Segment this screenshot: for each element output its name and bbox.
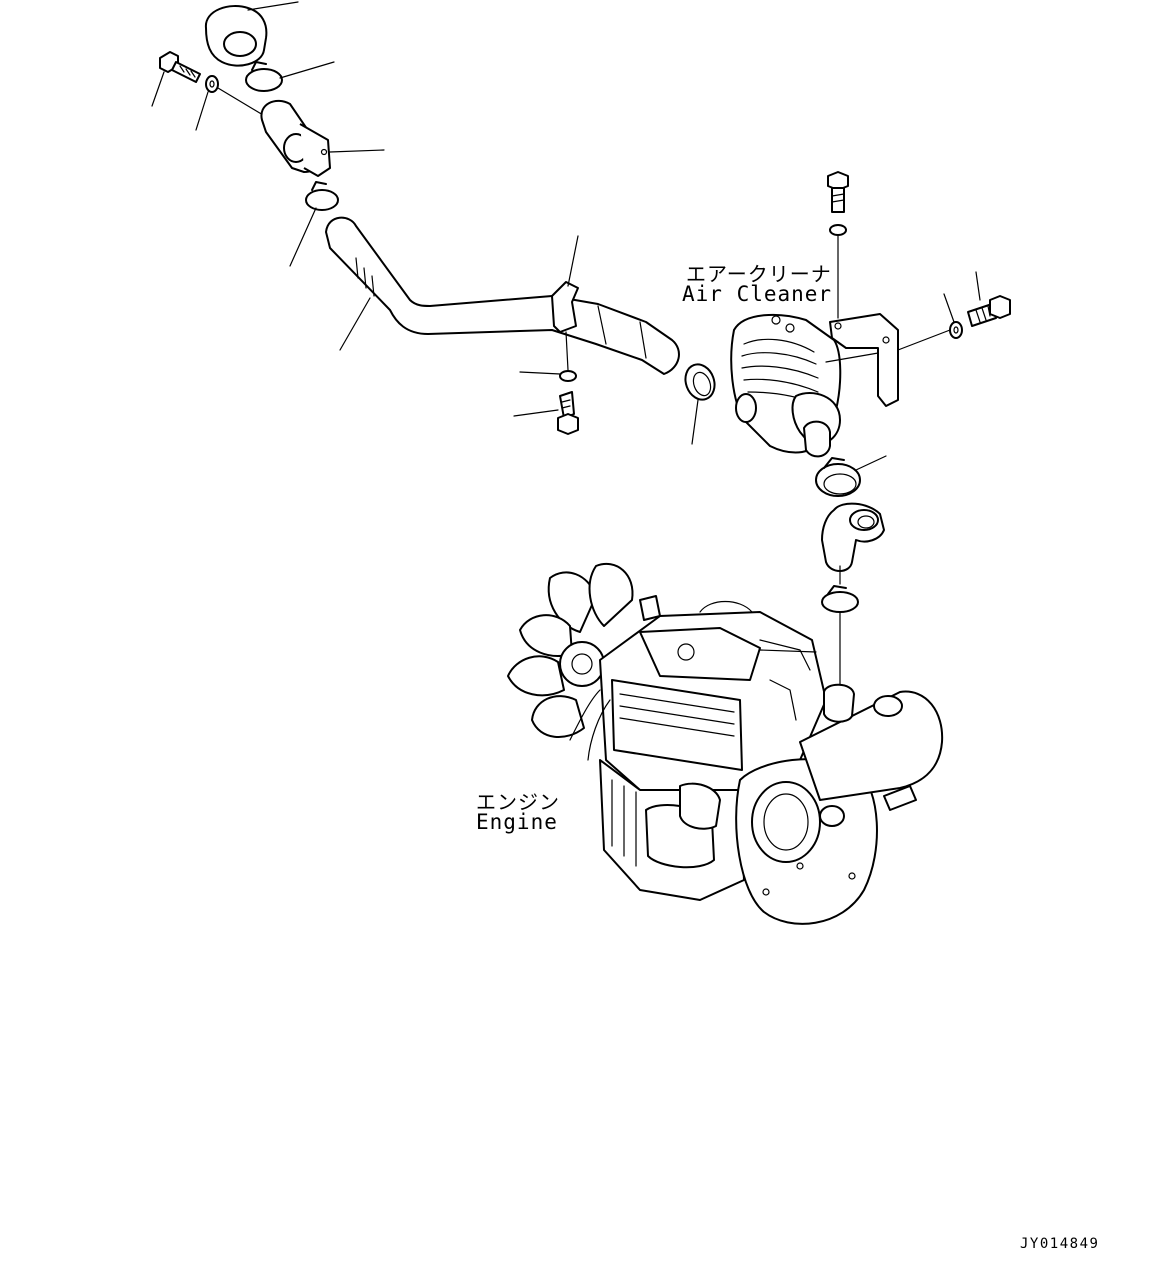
- engine-label-en: Engine: [476, 810, 558, 834]
- clamp-upper: [245, 61, 335, 92]
- bolt-upper-left: [151, 51, 269, 131]
- bolt-bracket-top: [827, 171, 849, 319]
- air-cleaner: [730, 313, 885, 458]
- bolt-bracket-right: [943, 271, 1011, 339]
- intake-hose-long: [325, 216, 680, 375]
- hose-band-clamp: [513, 235, 579, 435]
- precleaner-cap: [204, 1, 299, 67]
- clamp-outlet: [815, 455, 887, 497]
- air-cleaner-label-en: Air Cleaner: [682, 282, 833, 306]
- intake-pipe-short: [260, 99, 385, 177]
- drawing-code: JY014849: [1020, 1236, 1100, 1252]
- elbow-hose: [821, 502, 885, 572]
- engine-label-jp: エンジン: [476, 790, 560, 814]
- engine-assembly: [507, 563, 944, 925]
- air-cleaner-label-jp: エアークリーナ: [686, 262, 832, 286]
- clamp-middle: [289, 181, 339, 267]
- clamp-lower: [821, 585, 859, 691]
- clamp-inlet: [684, 363, 716, 445]
- air-cleaner-bracket: [829, 313, 951, 407]
